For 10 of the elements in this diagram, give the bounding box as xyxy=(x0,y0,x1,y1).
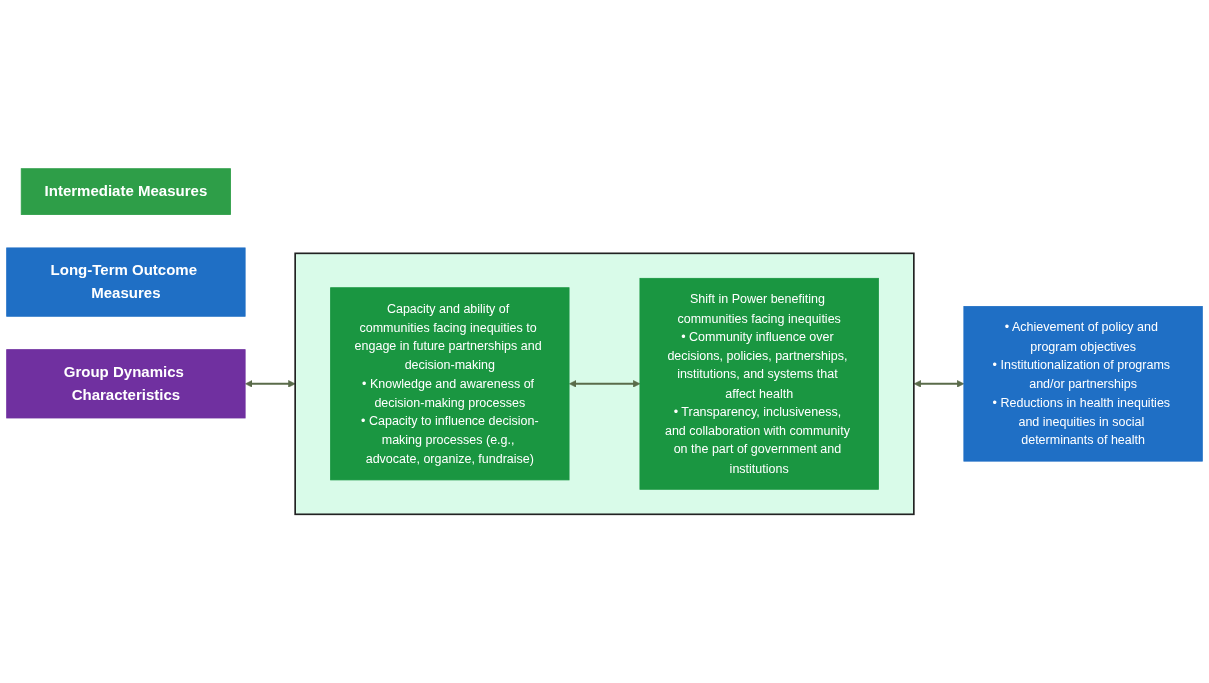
arrow xyxy=(245,380,296,388)
arrow xyxy=(569,380,641,388)
node-box: Capacity and ability of communities facing inequities to engage in future partnerships and decision-making • Knowledge and awareness of decision-making processes • Capacity to influence decision-making processes (e.g., advocate, organize, fundraise) xyxy=(330,287,570,481)
node-box: Long-Term Outcome Measures xyxy=(6,247,246,317)
node-box: • Achievement of policy and program objectives • Institutionalization of programs and/or partnerships • Reductions in health inequities and inequities in social determinants of health xyxy=(963,306,1203,462)
node-box: Group Dynamics Characteristics xyxy=(6,349,246,419)
cluster xyxy=(294,252,915,516)
node-box: Intermediate Measures xyxy=(20,168,231,215)
node-box: Shift in Power benefiting communities facing inequities • Community influence over decisions, policies, partnerships, institutions, and systems that affect health • Transparency, inclusiveness, and collaboration with community on the part of government and institutions xyxy=(639,277,879,490)
arrow xyxy=(913,380,965,388)
